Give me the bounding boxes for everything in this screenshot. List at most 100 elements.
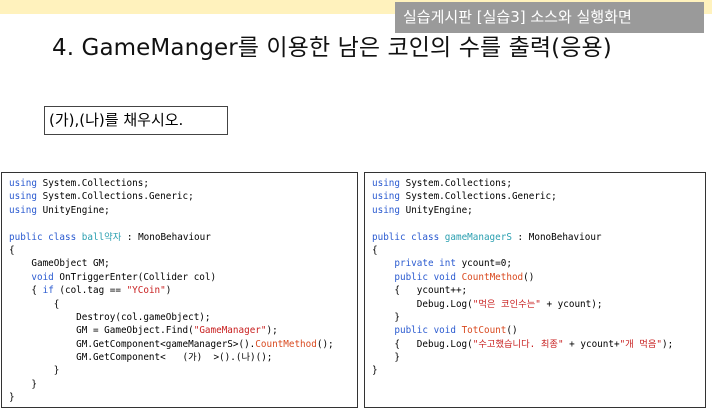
code-token: private int [394, 258, 456, 270]
code-line: public void CountMethod() [372, 271, 705, 284]
code-line: } [372, 364, 705, 377]
code-token: + ycount); [540, 298, 603, 310]
code-token: "개 먹음" [619, 338, 663, 350]
code-line: using System.Collections; [9, 177, 357, 190]
code-line: { if (col.tag == "YCoin") [9, 284, 357, 297]
code-token: ball약자 [81, 231, 122, 243]
code-token: GM.GetComponent<gameManagerS>(). [9, 338, 256, 350]
code-token: } [372, 352, 400, 364]
code-line: GM.GetComponent< (가) >().(나)(); [9, 351, 357, 364]
code-token: { Debug.Log( [372, 338, 473, 350]
code-line: void OnTriggerEnter(Collider col) [9, 271, 357, 284]
code-token: + ycount+ [563, 338, 620, 350]
code-token: () [523, 271, 535, 283]
code-line: Destroy(col.gameObject); [9, 311, 357, 324]
code-token: public class [9, 231, 77, 243]
code-line: using UnityEngine; [372, 204, 705, 217]
code-token: { ycount++; [372, 285, 468, 297]
code-line: { ycount++; [372, 284, 705, 297]
code-line: } [9, 391, 357, 404]
code-line: { [372, 244, 705, 257]
code-token: gameManagerS [444, 231, 512, 243]
code-token: CountMethod [255, 338, 317, 350]
code-token: : MonoBehaviour [511, 231, 602, 243]
code-token: } [9, 365, 60, 377]
code-line [372, 217, 705, 230]
code-token: } [9, 392, 15, 404]
code-token: "GameManager" [193, 325, 267, 337]
code-line: { [9, 298, 357, 311]
code-token: } [372, 365, 378, 377]
code-token: using [9, 191, 37, 203]
slide-title: 4. GameManger를 이용한 남은 코인의 수를 출력(응용) [52, 35, 612, 61]
code-token: if [42, 285, 54, 297]
code-line: public void TotCount() [372, 324, 705, 337]
code-line: } [9, 378, 357, 391]
code-token [372, 272, 394, 283]
code-line: private int ycount=0; [372, 257, 705, 270]
code-token: Destroy(col.gameObject); [9, 311, 211, 323]
code-token: using [9, 204, 37, 216]
code-token: (); [316, 338, 334, 350]
code-line: GM.GetComponent<gameManagerS>().CountMet… [9, 338, 357, 351]
code-line: public class gameManagerS : MonoBehaviou… [372, 231, 705, 244]
code-line: public class ball약자 : MonoBehaviour [9, 231, 357, 244]
board-tag: 실습게시판 [실습3] 소스와 실행화면 [395, 2, 704, 33]
code-token: using [372, 204, 400, 216]
code-token: { [9, 285, 43, 297]
code-token: System.Collections; [37, 178, 149, 189]
code-token: TotCount [461, 325, 507, 337]
code-token: OnTriggerEnter(Collider col) [53, 271, 217, 283]
code-token: { [9, 298, 60, 310]
code-line: Debug.Log("먹은 코인수는" + ycount); [372, 298, 705, 311]
task-instruction: (가),(나)를 채우시오. [44, 106, 228, 135]
code-token: System.Collections.Generic; [400, 191, 557, 203]
code-token [9, 272, 31, 283]
code-token: public void [394, 271, 456, 283]
code-line: using System.Collections.Generic; [9, 190, 357, 203]
code-line: } [9, 364, 357, 377]
code-token: ) [165, 285, 172, 297]
right-code-panel: using System.Collections;using System.Co… [364, 172, 706, 408]
code-token: } [9, 378, 37, 390]
code-token: GameObject GM; [9, 258, 110, 270]
code-line: } [372, 311, 705, 324]
code-token: ); [266, 325, 278, 337]
code-token [372, 258, 394, 269]
code-token: UnityEngine; [37, 204, 110, 216]
code-line: } [372, 351, 705, 364]
code-token: CountMethod [461, 271, 524, 283]
code-line: { [9, 244, 357, 257]
code-token: using [372, 191, 400, 203]
code-token: System.Collections; [400, 178, 512, 189]
code-line: { Debug.Log("수고했습니다. 최종" + ycount+"개 먹음"… [372, 338, 705, 351]
code-token: { [9, 244, 15, 256]
code-token: ycount=0; [455, 258, 512, 270]
code-token: "먹은 코인수는" [472, 298, 541, 310]
code-token: Debug.Log( [372, 298, 473, 310]
code-line: using UnityEngine; [9, 204, 357, 217]
code-token: : MonoBehaviour [121, 231, 211, 243]
code-token: public void [394, 325, 456, 337]
code-token: void [31, 271, 54, 283]
code-line [9, 217, 357, 230]
code-token: (col.tag == [53, 285, 127, 297]
code-line: GameObject GM; [9, 257, 357, 270]
code-token: { [372, 244, 378, 256]
code-token [372, 325, 394, 336]
code-token: ); [662, 338, 674, 350]
code-token: } [372, 311, 400, 323]
code-token: () [506, 325, 518, 337]
code-token: public class [372, 231, 440, 243]
code-token: GM = GameObject.Find( [9, 325, 194, 337]
code-line: using System.Collections.Generic; [372, 190, 705, 203]
code-token: using [372, 178, 400, 189]
code-line: GM = GameObject.Find("GameManager"); [9, 324, 357, 337]
left-code-panel: using System.Collections;using System.Co… [1, 172, 358, 408]
code-token: GM.GetComponent< (가) >().(나)(); [9, 352, 273, 364]
code-token: using [9, 178, 37, 189]
code-token: "YCoin" [126, 285, 166, 297]
code-token: UnityEngine; [400, 204, 473, 216]
code-token: System.Collections.Generic; [37, 191, 194, 203]
code-token: "수고했습니다. 최종" [472, 338, 564, 350]
